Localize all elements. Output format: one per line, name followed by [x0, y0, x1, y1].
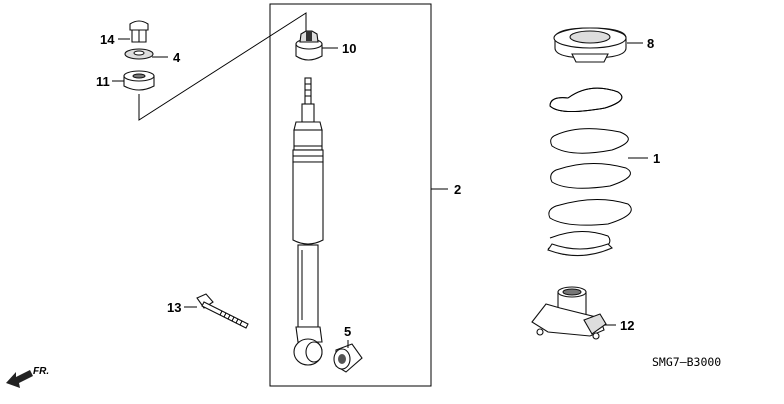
callout-label: 13 [167, 300, 181, 315]
callout-label: 14 [100, 32, 115, 47]
callout-label: 4 [173, 50, 181, 65]
diagram-code: SMG7—B3000 [652, 355, 721, 369]
callout-1: 1 [628, 151, 660, 166]
callout-5: 5 [344, 324, 351, 348]
shock-absorber [292, 77, 324, 366]
callout-label: 12 [620, 318, 634, 333]
front-direction-label: FR. [33, 366, 49, 377]
washer [124, 48, 154, 60]
front-direction-arrow-icon [6, 370, 33, 388]
callout-12: 12 [604, 318, 634, 333]
callout-label: 5 [344, 324, 351, 339]
callout-14: 14 [100, 32, 130, 47]
lower-bushing [333, 343, 363, 373]
callout-label: 11 [96, 74, 110, 89]
callout-4: 4 [152, 50, 181, 65]
callout-10: 10 [322, 41, 356, 56]
self-locking-nut [129, 20, 149, 43]
callout-8: 8 [627, 36, 654, 51]
shock-assembly-frame [138, 3, 448, 387]
callout-2: 2 [454, 182, 461, 197]
callout-label: 10 [342, 41, 356, 56]
spring-lower-mount [531, 286, 607, 340]
callout-13: 13 [167, 300, 197, 315]
upper-mount-rubber [123, 70, 155, 91]
spring-upper-seat [553, 27, 627, 63]
upper-mount-cap [295, 30, 323, 61]
callout-label: 2 [454, 182, 461, 197]
callout-label: 8 [647, 36, 654, 51]
callout-11: 11 [96, 74, 124, 89]
flange-bolt [196, 293, 249, 329]
coil-spring [547, 87, 632, 257]
callout-label: 1 [653, 151, 660, 166]
